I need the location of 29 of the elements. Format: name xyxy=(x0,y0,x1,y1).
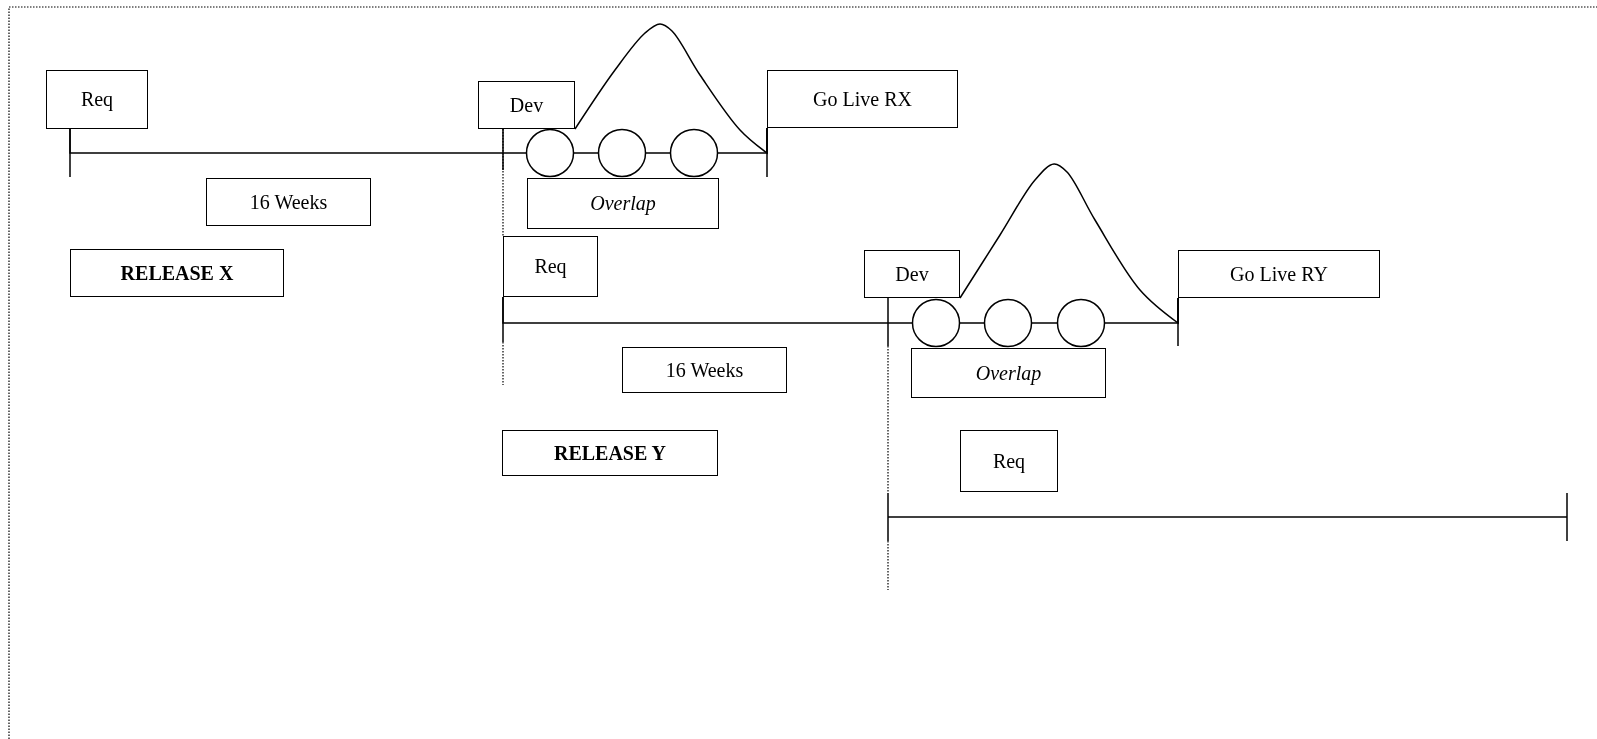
milestone-box xyxy=(46,70,148,129)
box-label: Go Live RX xyxy=(813,87,912,111)
box-label: Req xyxy=(992,449,1026,473)
guide-line xyxy=(502,128,504,237)
box-label: 16 Weeks xyxy=(665,358,744,382)
overlap-box xyxy=(911,348,1106,398)
box-label: Req xyxy=(534,255,567,278)
box-label: 16 Weeks xyxy=(249,190,328,214)
workload-curve xyxy=(574,23,768,154)
box-label: Req xyxy=(80,88,114,111)
box-label: Go Live RY xyxy=(1230,262,1328,286)
release-box xyxy=(70,249,284,297)
release-box xyxy=(502,430,718,476)
box-label: Dev xyxy=(509,93,544,117)
box-label: Dev xyxy=(895,262,929,286)
overlap-box xyxy=(527,178,719,229)
workload-curve xyxy=(959,163,1179,324)
milestone-box xyxy=(767,70,958,128)
box-label: Overlap xyxy=(975,361,1042,385)
milestone-box xyxy=(478,81,575,129)
milestone-box xyxy=(960,430,1058,492)
box-label: RELEASE Y xyxy=(553,441,667,465)
box-label: RELEASE X xyxy=(120,261,234,285)
duration-box xyxy=(622,347,787,393)
milestone-box xyxy=(1178,250,1380,298)
milestone-box xyxy=(503,236,598,297)
box-label: Overlap xyxy=(590,192,656,215)
milestone-box xyxy=(864,250,960,298)
duration-box xyxy=(206,178,371,226)
